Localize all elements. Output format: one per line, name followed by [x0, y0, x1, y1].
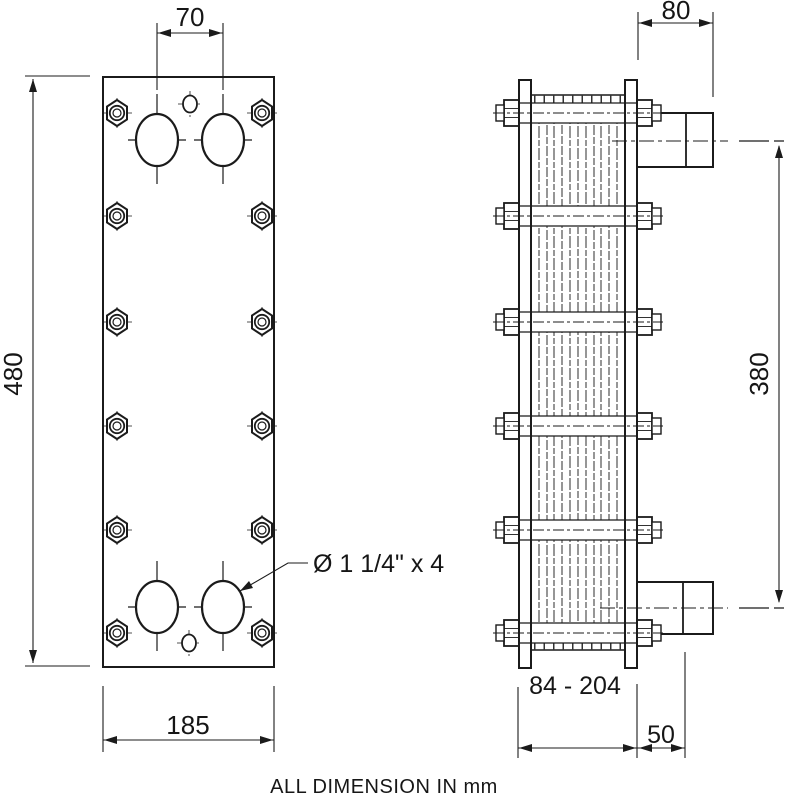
- frame-column-left: [518, 79, 532, 669]
- dimension-port-spacing: 70: [156, 2, 224, 90]
- dimension-pack-and-standoff: 84 - 204 50: [517, 652, 686, 758]
- frame-column-right: [624, 79, 638, 669]
- units-note: ALL DIMENSION IN mm: [270, 776, 498, 798]
- port-callout-label: Ø 1 1/4" x 4: [313, 550, 444, 578]
- dimension-plate-width: 185: [102, 686, 275, 752]
- dim-label-50: 50: [647, 721, 675, 749]
- dim-label-380: 380: [744, 352, 774, 395]
- dim-label-480: 480: [0, 352, 28, 395]
- plate-pack: [531, 94, 625, 651]
- dim-label-80: 80: [662, 0, 691, 25]
- front-view: 70 480 185 Ø 1 1/4" x 4: [0, 2, 444, 752]
- dimension-plate-height: 480: [0, 75, 90, 667]
- side-view: 80 380 84 - 204 50: [492, 0, 789, 758]
- dimension-nozzle-projection: 80: [637, 0, 714, 97]
- port-size-callout: Ø 1 1/4" x 4: [239, 550, 444, 592]
- dimension-nozzle-centers: 380: [744, 145, 783, 603]
- dim-label-70: 70: [176, 2, 205, 32]
- dim-label-185: 185: [166, 710, 209, 740]
- frame-plate-outline: [102, 76, 275, 668]
- dim-label-84-204: 84 - 204: [529, 672, 621, 700]
